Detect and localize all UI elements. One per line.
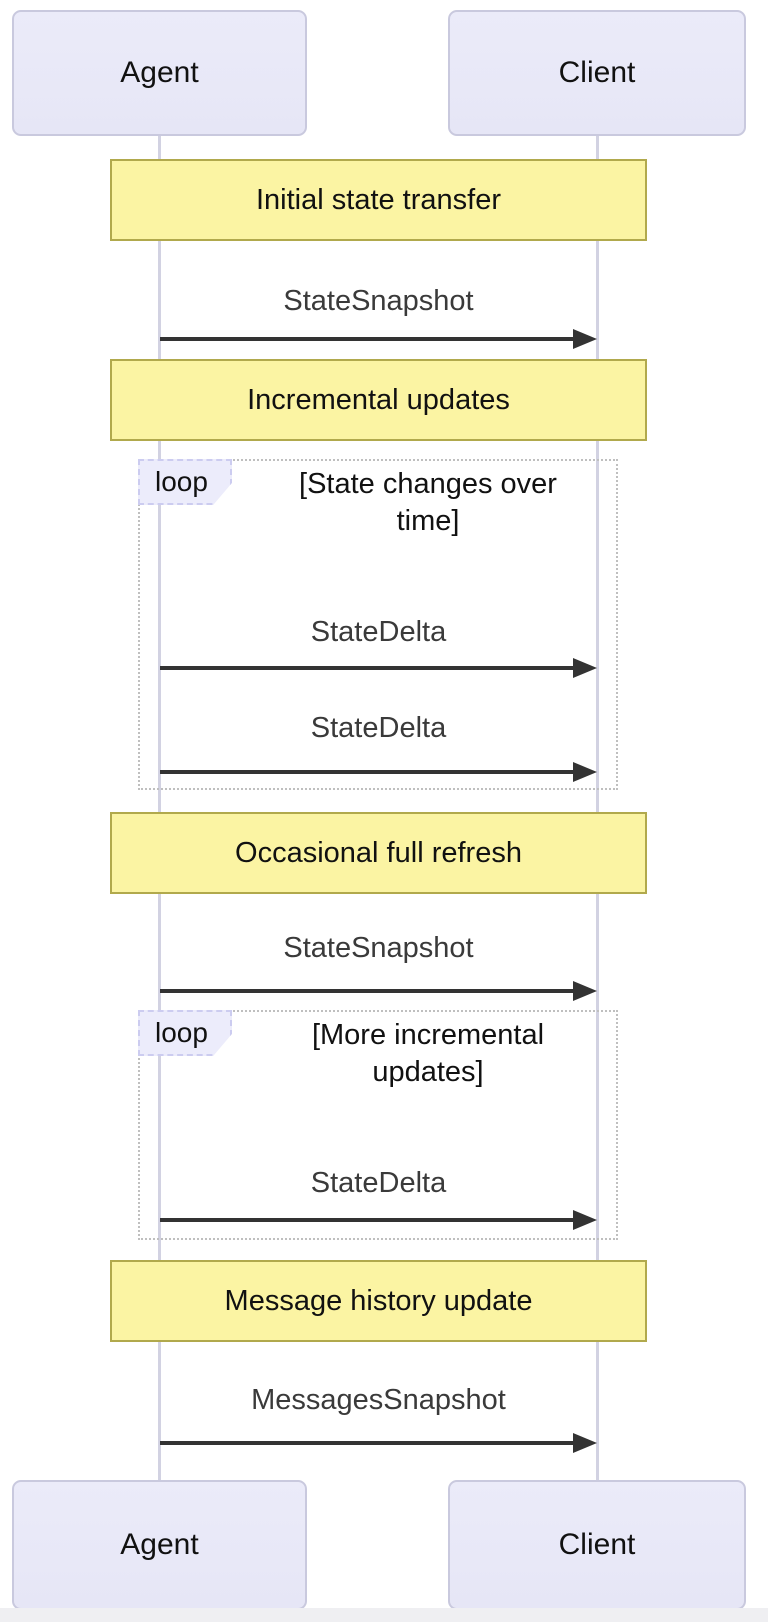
arrow-head-icon — [573, 329, 597, 349]
actor-box-agent-top: Agent — [12, 10, 307, 136]
loop-tag: loop — [138, 459, 232, 505]
arrow-head-icon — [573, 658, 597, 678]
actor-label-agent: Agent — [120, 1528, 199, 1561]
loop-tag-label: loop — [155, 1017, 208, 1048]
loop-frame-1 — [138, 459, 618, 790]
note-initial-state-transfer: Initial state transfer — [110, 159, 647, 241]
actor-label-agent: Agent — [120, 56, 199, 89]
message-arrow — [160, 666, 575, 670]
message-label: StateSnapshot — [283, 932, 474, 964]
message-arrow — [160, 1218, 575, 1222]
actor-box-client-top: Client — [448, 10, 746, 136]
message-arrow — [160, 337, 575, 341]
message-arrow — [160, 770, 575, 774]
note-label: Incremental updates — [247, 383, 510, 416]
arrow-head-icon — [573, 1210, 597, 1230]
actor-label-client: Client — [558, 56, 636, 89]
note-label: Message history update — [224, 1284, 533, 1317]
actor-box-client-bottom: Client — [448, 1480, 746, 1610]
note-label: Initial state transfer — [256, 183, 501, 216]
loop-frame-2 — [138, 1010, 618, 1240]
note-label: Occasional full refresh — [235, 836, 522, 869]
actor-box-agent-bottom: Agent — [12, 1480, 307, 1610]
message-label: StateDelta — [310, 616, 447, 648]
message-label: StateSnapshot — [283, 285, 474, 317]
message-label: StateDelta — [310, 712, 447, 744]
page-background-strip — [0, 1608, 768, 1622]
message-label: StateDelta — [310, 1167, 447, 1199]
message-arrow — [160, 989, 575, 993]
arrow-head-icon — [573, 1433, 597, 1453]
note-message-history-update: Message history update — [110, 1260, 647, 1342]
loop-tag: loop — [138, 1010, 232, 1056]
actor-label-client: Client — [558, 1528, 636, 1561]
arrow-head-icon — [573, 762, 597, 782]
arrow-head-icon — [573, 981, 597, 1001]
lifeline-client — [596, 136, 599, 1480]
loop-condition: [State changes over time] — [299, 468, 557, 537]
note-incremental-updates: Incremental updates — [110, 359, 647, 441]
message-arrow — [160, 1441, 575, 1445]
lifeline-agent — [158, 136, 161, 1480]
loop-tag-label: loop — [155, 466, 208, 497]
message-label: MessagesSnapshot — [251, 1384, 506, 1416]
loop-condition: [More incremental updates] — [311, 1019, 545, 1088]
note-occasional-full-refresh: Occasional full refresh — [110, 812, 647, 894]
